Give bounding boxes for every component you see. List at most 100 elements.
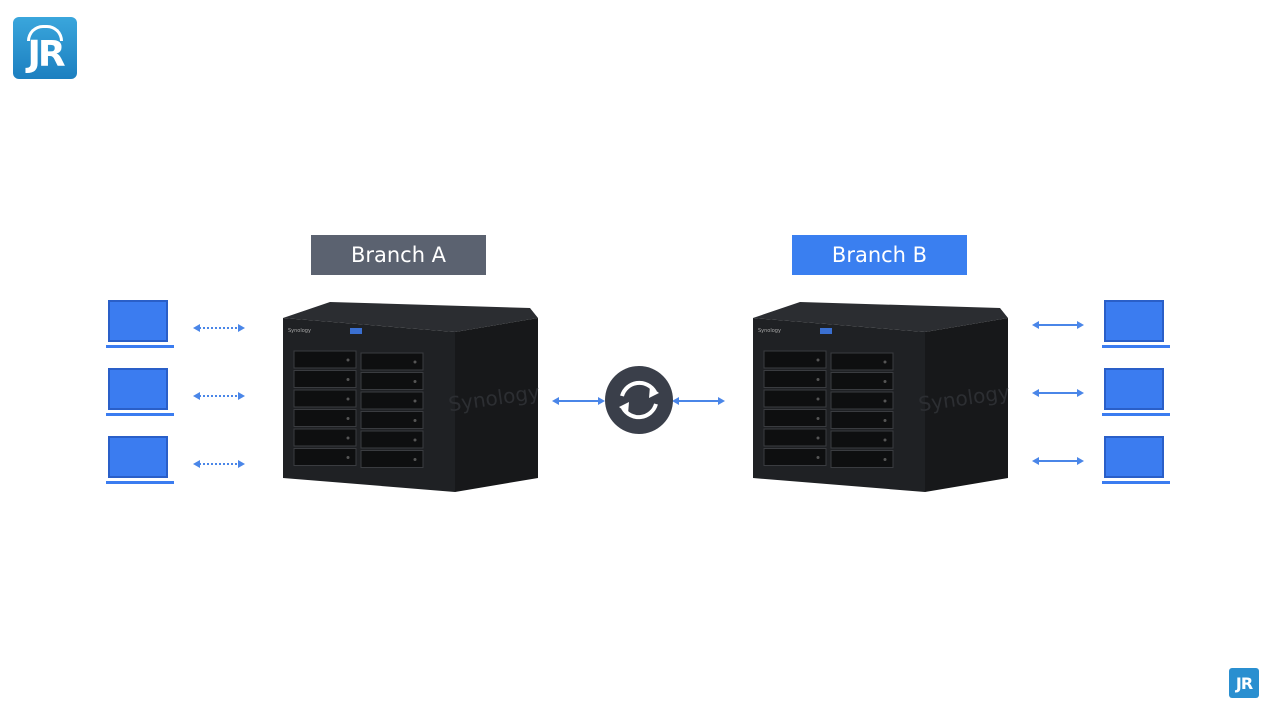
drive-bay-led xyxy=(346,456,350,459)
drive-bay-led xyxy=(413,380,417,383)
drive-bay-led xyxy=(413,438,417,442)
arrow-head xyxy=(1032,321,1039,329)
drive-bay-led xyxy=(883,458,887,461)
laptop-base xyxy=(1102,481,1170,484)
double-arrow-icon xyxy=(672,397,725,405)
drive-bay xyxy=(763,389,827,408)
drive-bay-led xyxy=(883,380,887,383)
laptop-screen xyxy=(1104,368,1164,410)
nas-display xyxy=(820,328,832,334)
laptop-icon xyxy=(1102,368,1170,416)
arrow-head xyxy=(1032,457,1039,465)
laptop-screen xyxy=(1104,436,1164,478)
drive-bay-led xyxy=(816,456,820,459)
drive-bay-led xyxy=(413,399,417,403)
drive-bay xyxy=(293,409,357,427)
drive-bay-led xyxy=(346,358,350,362)
sync-icon xyxy=(605,366,673,434)
drive-bay xyxy=(360,430,424,449)
drive-bay xyxy=(763,350,827,369)
drive-bay xyxy=(360,352,424,371)
laptop-icon xyxy=(1102,436,1170,484)
double-arrow-icon xyxy=(193,392,245,400)
laptop-screen xyxy=(1104,300,1164,342)
branch-a-label: Branch A xyxy=(311,235,486,275)
logo-small-text: JR xyxy=(1235,673,1253,693)
arrow-head xyxy=(672,397,679,405)
drive-bay xyxy=(763,370,827,388)
drive-bay xyxy=(830,391,894,410)
laptop-base xyxy=(1102,345,1170,348)
drive-bay xyxy=(830,450,894,468)
drive-bay-led xyxy=(346,417,350,420)
arrow-head xyxy=(238,392,245,400)
drive-bay-led xyxy=(346,397,350,401)
laptop-screen xyxy=(108,368,168,410)
laptop-screen xyxy=(108,300,168,342)
nas-side xyxy=(455,318,538,492)
arrow-head xyxy=(238,460,245,468)
drive-bay-led xyxy=(413,360,417,364)
jr-logo: JR xyxy=(13,17,77,79)
drive-bay xyxy=(763,428,827,447)
arrow-head xyxy=(598,397,605,405)
drive-bay xyxy=(360,391,424,410)
drive-bay-led xyxy=(883,438,887,442)
arrow-head xyxy=(718,397,725,405)
drive-bay-led xyxy=(883,419,887,422)
laptop-screen xyxy=(108,436,168,478)
arrow-head xyxy=(1077,457,1084,465)
laptop-base xyxy=(1102,413,1170,416)
double-arrow-icon xyxy=(1032,321,1084,329)
drive-bay-led xyxy=(816,397,820,401)
jr-logo-small: JR xyxy=(1229,668,1259,698)
laptop-base xyxy=(106,413,174,416)
drive-bay-led xyxy=(413,419,417,422)
double-arrow-icon xyxy=(193,324,245,332)
arrow-head xyxy=(552,397,559,405)
arrow-head xyxy=(1032,389,1039,397)
drive-bay xyxy=(293,448,357,466)
nas-front-brand: Synology xyxy=(288,328,311,334)
drive-bay-led xyxy=(883,360,887,364)
branch-b-label: Branch B xyxy=(792,235,967,275)
double-arrow-icon xyxy=(1032,389,1084,397)
arrow-head xyxy=(238,324,245,332)
drive-bay-led xyxy=(346,378,350,381)
laptop-icon xyxy=(1102,300,1170,348)
drive-bay xyxy=(830,372,894,390)
drive-bay-led xyxy=(816,358,820,362)
laptop-icon xyxy=(106,300,174,348)
drive-bay xyxy=(830,352,894,371)
nas-side xyxy=(925,318,1008,492)
arrow-head xyxy=(193,460,200,468)
drive-bay-led xyxy=(413,458,417,461)
nas-top xyxy=(753,302,1008,332)
drive-bay-led xyxy=(346,436,350,440)
drive-bay xyxy=(360,450,424,468)
double-arrow-icon xyxy=(193,460,245,468)
arrow-head xyxy=(1077,389,1084,397)
drive-bay xyxy=(763,409,827,427)
drive-bay-led xyxy=(883,399,887,403)
nas-front-brand: Synology xyxy=(758,328,781,334)
laptop-base xyxy=(106,481,174,484)
drive-bay xyxy=(763,448,827,466)
arrow-head xyxy=(1077,321,1084,329)
drive-bay xyxy=(293,350,357,369)
arrow-head xyxy=(193,392,200,400)
drive-bay-led xyxy=(816,378,820,381)
laptop-icon xyxy=(106,368,174,416)
drive-bay xyxy=(360,372,424,390)
nas-top xyxy=(283,302,538,332)
laptop-icon xyxy=(106,436,174,484)
drive-bay xyxy=(293,389,357,408)
laptop-base xyxy=(106,345,174,348)
nas-display xyxy=(350,328,362,334)
arrow-head xyxy=(193,324,200,332)
drive-bay xyxy=(293,370,357,388)
double-arrow-icon xyxy=(1032,457,1084,465)
drive-bay-led xyxy=(816,436,820,440)
drive-bay xyxy=(830,430,894,449)
